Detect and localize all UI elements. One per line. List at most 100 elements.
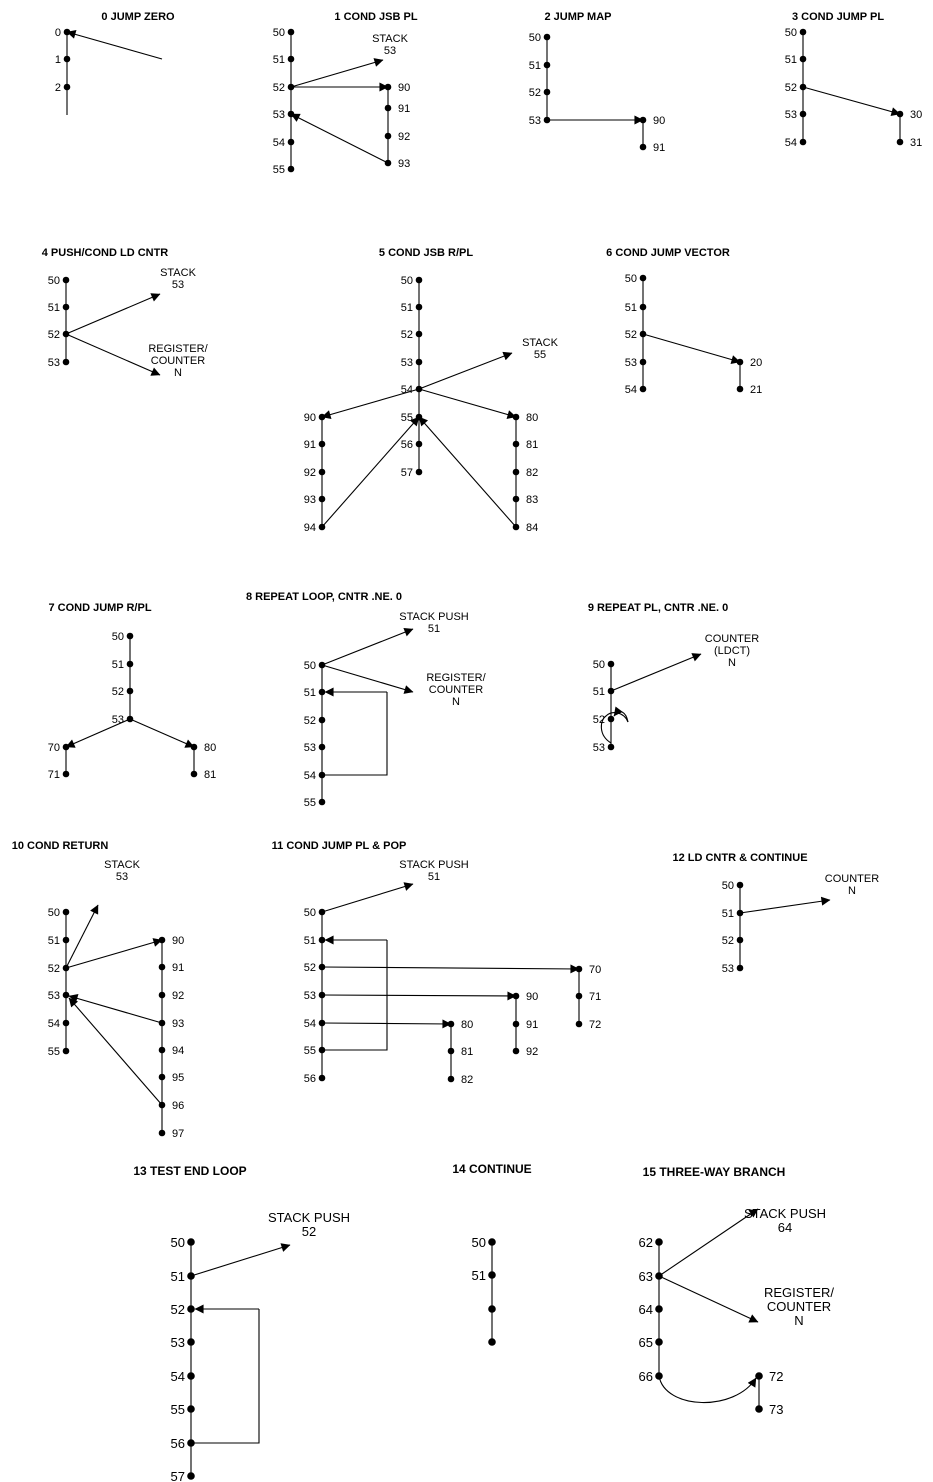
node-dot bbox=[158, 1019, 166, 1027]
node-label: 92 bbox=[398, 131, 410, 143]
node-dot bbox=[799, 138, 807, 146]
node-dot bbox=[543, 88, 551, 96]
node-dot bbox=[318, 1074, 326, 1082]
node-label: 51 bbox=[593, 686, 605, 698]
node-dot bbox=[512, 1020, 520, 1028]
target-label-counter: N bbox=[728, 657, 736, 669]
node-dot bbox=[755, 1372, 763, 1380]
node-dot bbox=[896, 110, 904, 118]
node-dot bbox=[639, 274, 647, 282]
node-label: 52 bbox=[593, 714, 605, 726]
target-label-stack: STACK PUSH bbox=[399, 611, 469, 623]
branch-arrow bbox=[321, 964, 580, 974]
node-dot bbox=[384, 83, 392, 91]
branch-arrow bbox=[321, 664, 414, 694]
node-label: 62 bbox=[639, 1235, 653, 1250]
node-dot bbox=[187, 1272, 195, 1280]
diagram-d5: 5 COND JSB R/PL5051525354555657909192939… bbox=[304, 247, 559, 534]
diagram-d9: 9 REPEAT PL, CNTR .NE. 050515253COUNTER(… bbox=[588, 602, 759, 754]
node-dot bbox=[158, 1046, 166, 1054]
branch-arrow bbox=[642, 333, 741, 364]
node-dot bbox=[543, 61, 551, 69]
node-dot bbox=[488, 1305, 496, 1313]
node-label: 51 bbox=[401, 302, 413, 314]
diagram-title: 3 COND JUMP PL bbox=[792, 11, 884, 23]
node-dot bbox=[318, 743, 326, 751]
branch-arrow bbox=[66, 30, 163, 60]
node-label: 63 bbox=[639, 1269, 653, 1284]
node-label: 90 bbox=[304, 412, 316, 424]
node-label: 53 bbox=[593, 742, 605, 754]
node-label: 55 bbox=[401, 412, 413, 424]
diagram-title: 1 COND JSB PL bbox=[334, 11, 417, 23]
node-dot bbox=[736, 909, 744, 917]
node-dot bbox=[488, 1338, 496, 1346]
node-dot bbox=[158, 963, 166, 971]
branch-arrow bbox=[802, 86, 901, 117]
node-dot bbox=[126, 715, 134, 723]
node-label: 50 bbox=[529, 32, 541, 44]
node-dot bbox=[655, 1372, 663, 1380]
node-dot bbox=[799, 55, 807, 63]
node-dot bbox=[190, 770, 198, 778]
branch-arrow bbox=[65, 904, 99, 969]
node-dot bbox=[187, 1439, 195, 1447]
node-label: 50 bbox=[304, 907, 316, 919]
node-label: 72 bbox=[589, 1019, 601, 1031]
node-label: 51 bbox=[48, 935, 60, 947]
branch-arrow bbox=[129, 718, 195, 748]
diagram-title: 13 TEST END LOOP bbox=[133, 1164, 246, 1178]
node-dot bbox=[63, 55, 71, 63]
diagram-d10: 10 COND RETURN50515253545590919293949596… bbox=[12, 840, 185, 1140]
node-dot bbox=[318, 413, 326, 421]
node-label: 52 bbox=[625, 329, 637, 341]
node-dot bbox=[62, 1047, 70, 1055]
node-dot bbox=[62, 936, 70, 944]
node-label: 80 bbox=[461, 1019, 473, 1031]
node-dot bbox=[318, 688, 326, 696]
node-label: 53 bbox=[304, 990, 316, 1002]
diagram-title: 4 PUSH/COND LD CNTR bbox=[42, 247, 169, 259]
diagram-title: 9 REPEAT PL, CNTR .NE. 0 bbox=[588, 602, 728, 614]
node-dot bbox=[799, 28, 807, 36]
branch-arrow bbox=[65, 938, 163, 969]
node-label: 84 bbox=[526, 522, 538, 534]
node-label: 51 bbox=[625, 302, 637, 314]
node-dot bbox=[62, 330, 70, 338]
node-label: 55 bbox=[304, 1045, 316, 1057]
node-dot bbox=[62, 1019, 70, 1027]
flow-line bbox=[191, 1309, 260, 1444]
node-dot bbox=[318, 523, 326, 531]
node-label: 50 bbox=[48, 907, 60, 919]
node-label: 51 bbox=[785, 54, 797, 66]
target-label-stack: 51 bbox=[428, 871, 440, 883]
target-label-register: COUNTER bbox=[429, 684, 483, 696]
node-label: 50 bbox=[401, 275, 413, 287]
node-dot bbox=[639, 116, 647, 124]
node-dot bbox=[62, 991, 70, 999]
node-dot bbox=[158, 1073, 166, 1081]
diagram-d8: 8 REPEAT LOOP, CNTR .NE. 0505152535455ST… bbox=[246, 591, 487, 809]
node-dot bbox=[655, 1272, 663, 1280]
node-dot bbox=[287, 55, 295, 63]
node-label: 72 bbox=[769, 1369, 783, 1384]
branch-arrow bbox=[290, 113, 389, 164]
diagram-title: 12 LD CNTR & CONTINUE bbox=[672, 852, 807, 864]
target-label-stack: 53 bbox=[384, 45, 396, 57]
node-label: 92 bbox=[304, 467, 316, 479]
node-label: 52 bbox=[48, 329, 60, 341]
node-dot bbox=[126, 660, 134, 668]
node-dot bbox=[384, 159, 392, 167]
node-label: 31 bbox=[910, 137, 922, 149]
node-label: 20 bbox=[750, 357, 762, 369]
node-dot bbox=[512, 495, 520, 503]
node-dot bbox=[187, 1338, 195, 1346]
node-label: 53 bbox=[722, 963, 734, 975]
node-label: 97 bbox=[172, 1128, 184, 1140]
node-dot bbox=[62, 358, 70, 366]
node-label: 70 bbox=[589, 964, 601, 976]
node-label: 52 bbox=[48, 963, 60, 975]
